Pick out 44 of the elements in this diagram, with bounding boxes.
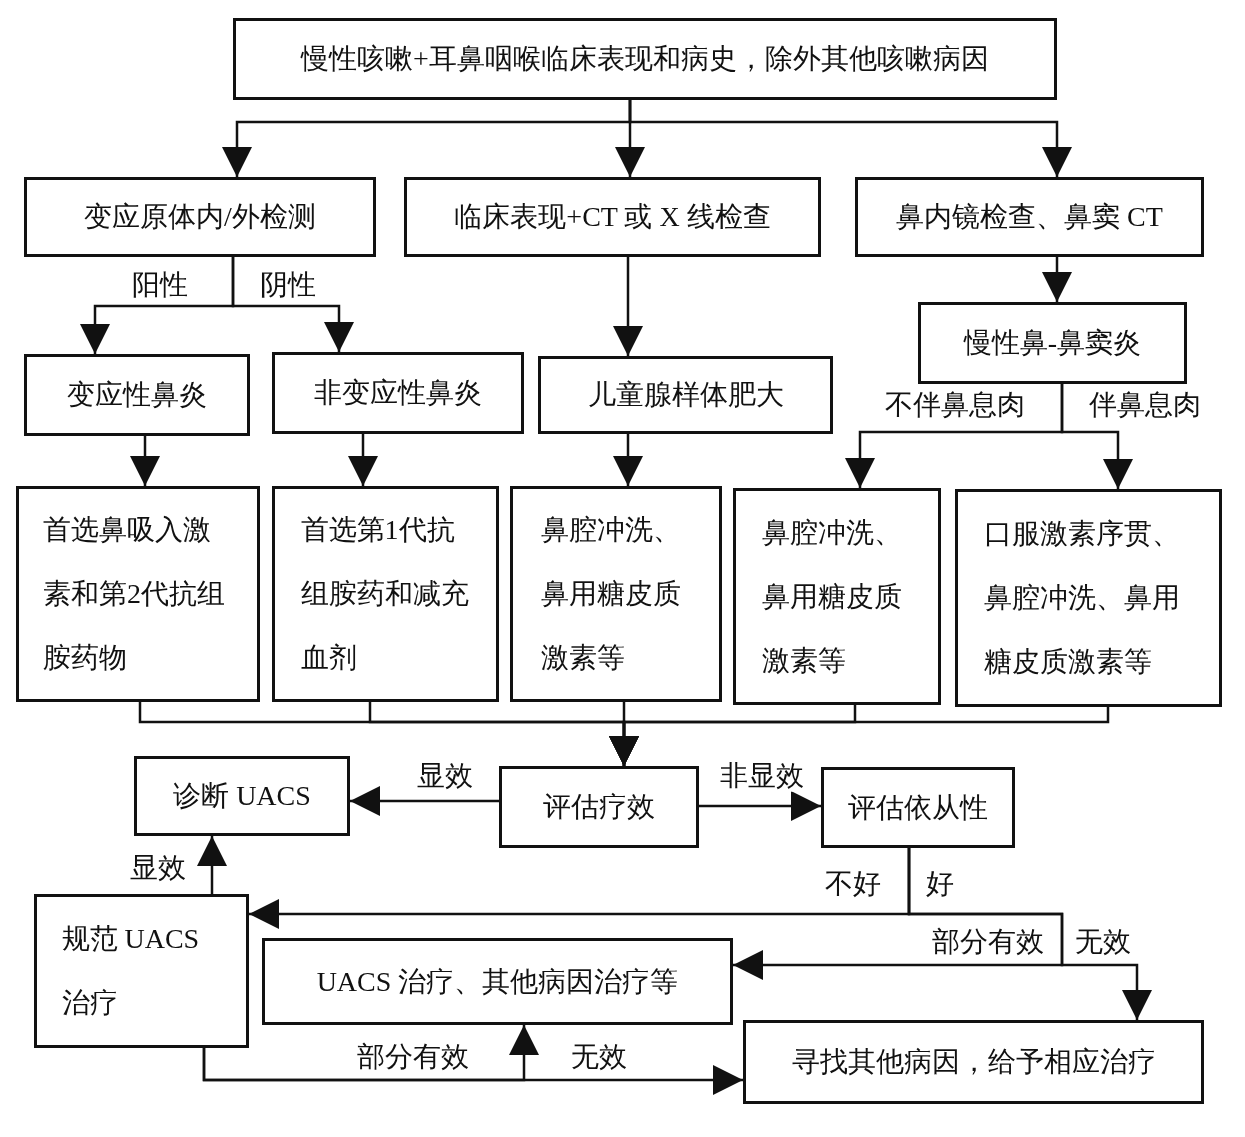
arrow: [907, 848, 1152, 1020]
process-box: 变应原体内/外检测: [24, 177, 376, 257]
process-box: UACS 治疗、其他病因治疗等: [262, 938, 733, 1025]
arrow: [699, 791, 821, 821]
process-box: 慢性鼻-鼻窦炎: [918, 302, 1187, 384]
process-box: 鼻腔冲洗、鼻用糖皮质激素等: [510, 486, 722, 702]
edge-label: 阴性: [258, 269, 318, 301]
arrow: [613, 434, 643, 486]
process-box: 评估依从性: [821, 767, 1015, 848]
edge-label: 无效: [1073, 926, 1133, 958]
process-box: 慢性咳嗽+耳鼻咽喉临床表现和病史，除外其他咳嗽病因: [233, 18, 1057, 100]
edge-label: 部分有效: [930, 926, 1046, 958]
process-box: 非变应性鼻炎: [272, 352, 524, 434]
process-box: 口服激素序贯、鼻腔冲洗、鼻用糖皮质激素等: [955, 489, 1222, 707]
process-box: 诊断 UACS: [134, 756, 350, 836]
arrow: [350, 786, 499, 816]
branch-label: 好: [924, 868, 956, 900]
arrow: [197, 836, 227, 894]
arrow: [231, 257, 354, 352]
process-box: 规范 UACS 治疗: [34, 894, 249, 1048]
process-box: 儿童腺样体肥大: [538, 356, 833, 434]
arrow: [1060, 384, 1133, 489]
process-box: 首选鼻吸入激素和第2代抗组胺药物: [16, 486, 260, 702]
process-box: 寻找其他病因，给予相应治疗: [743, 1020, 1204, 1104]
edge-label: 显效: [415, 760, 475, 792]
edge-label: 阳性: [130, 269, 190, 301]
arrow: [628, 100, 1072, 177]
edge-label: 不好: [823, 868, 883, 900]
edge-label: 显效: [128, 852, 188, 884]
process-box: 鼻腔冲洗、鼻用糖皮质激素等: [733, 488, 941, 705]
edge-label: 非显效: [718, 760, 806, 792]
arrow: [130, 436, 160, 486]
process-box: 临床表现+CT 或 X 线检查: [404, 177, 821, 257]
arrow: [202, 1048, 743, 1095]
process-box: 首选第1代抗组胺药和减充血剂: [272, 486, 499, 702]
arrow: [1042, 257, 1072, 302]
process-box: 变应性鼻炎: [24, 354, 250, 436]
edge-label: 部分有效: [355, 1041, 471, 1073]
process-box: 鼻内镜检查、鼻窦 CT: [855, 177, 1204, 257]
process-box: 评估疗效: [499, 766, 699, 848]
arrow: [609, 707, 1110, 766]
arrow: [348, 434, 378, 486]
edge-label: 无效: [569, 1041, 629, 1073]
arrow: [613, 257, 643, 356]
